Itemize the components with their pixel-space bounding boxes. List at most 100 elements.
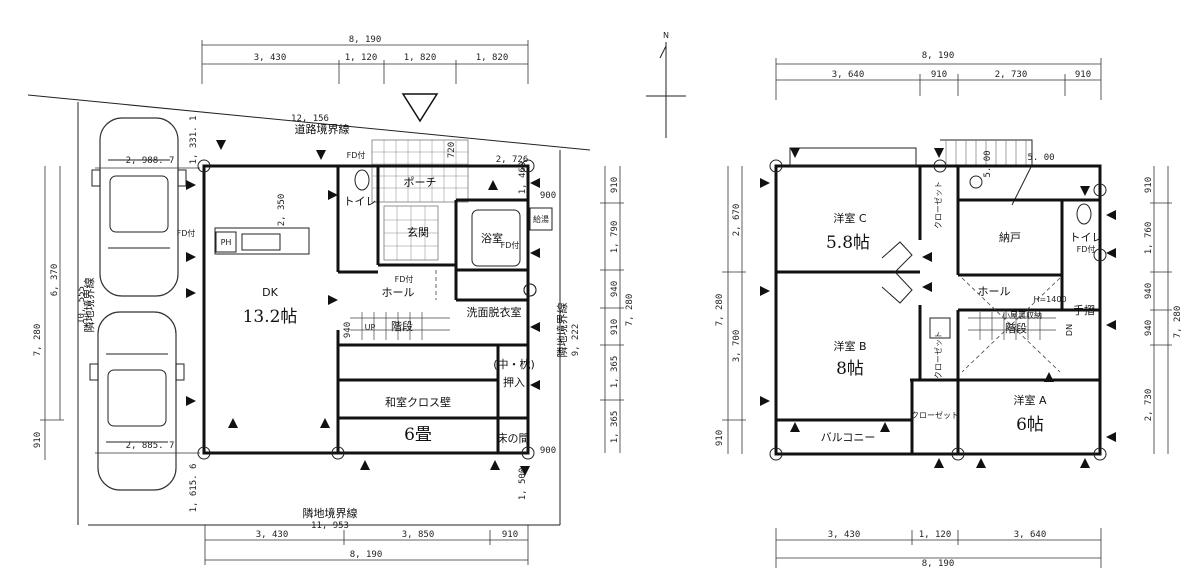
washitsu-label: 和室クロス壁 (385, 395, 451, 409)
first-floor-plan: 8, 190 3, 430 1, 120 1, 820 1, 820 12, 1… (27, 35, 635, 565)
fd-label-1: FD付 (347, 150, 366, 160)
f1-left-boundary-label: 隣地境界線 (82, 278, 96, 333)
bath-label: 浴室 (481, 231, 503, 245)
f2-dim-left-2: 3, 700 (732, 330, 742, 363)
fd-label-2f: FD付 (1077, 244, 1096, 254)
oshiire-label: 押入 (503, 375, 525, 389)
room-dk-size: 13.2帖 (243, 307, 298, 327)
f1-corner-dim-2: 1, 615. 6 (189, 464, 199, 513)
toilet-fixture-2f (1076, 203, 1092, 225)
room-b-label: 洋室 B (833, 339, 866, 353)
f1-dim-bottom-total: 8, 190 (350, 550, 383, 560)
f1-dim-left-sub1: 6, 370 (50, 264, 60, 297)
toilet-1f-label: トイレ (344, 195, 377, 208)
closet-b-label: クローゼット (933, 331, 943, 379)
f1-dim-bottom-3: 910 (502, 530, 518, 540)
f1-dim-top-4: 1, 820 (476, 53, 509, 63)
stairs-down-label: DN (1065, 324, 1074, 336)
entrance-direction-triangle (401, 93, 439, 123)
porch-tile-grid (371, 139, 469, 261)
f1-right-boundary-label: 隣地境界線 (555, 303, 569, 358)
f1-parking-width-bottom: 2, 885. 7 (126, 441, 175, 451)
small-storage-label: 小屋裏収納 (1002, 310, 1042, 320)
room-a-size: 6帖 (1016, 415, 1044, 435)
kitchen-counter (214, 227, 310, 255)
bathtub (471, 209, 521, 267)
f1-stairs-treads (350, 312, 450, 340)
f1-dim-right-2: 1, 790 (610, 221, 620, 254)
f1-dim-right-6: 1, 365 (610, 411, 620, 444)
closet-a-label: クローゼット (911, 410, 959, 420)
f2-dim-bottom-2: 1, 120 (919, 530, 952, 540)
f2-columns (769, 159, 1107, 461)
storage-label: 納戸 (999, 231, 1021, 244)
f2-dim-top-4: 910 (1075, 70, 1091, 80)
f2-window-markers (760, 148, 1116, 468)
balcony-label: バルコニー (821, 431, 876, 444)
f2-dim-right-4: 940 (1144, 320, 1154, 336)
f2-dim-bottom-1: 3, 430 (828, 530, 861, 540)
f1-bottom-boundary-label: 隣地境界線 (303, 506, 358, 520)
room-c-size: 5.8帖 (826, 233, 870, 253)
parked-car-top (91, 117, 187, 297)
f2-walls (774, 164, 1102, 456)
tokonoma-label: 床の間 (497, 431, 530, 445)
f1-walls (202, 164, 530, 455)
f1-dim-lot: 10, 555 (77, 286, 87, 324)
h-note-label: H=1400 (1033, 295, 1066, 304)
toilet-2f-label: トイレ (1070, 231, 1103, 244)
closet-c-label: クローゼット (933, 181, 943, 229)
f1-dim-left-sub2: 910 (33, 432, 43, 448)
f2-dim-left-total: 7, 280 (715, 294, 725, 327)
f1-dim-940: 940 (343, 322, 353, 338)
f1-window-markers (186, 140, 540, 476)
f1-road-length: 12, 156 (291, 114, 329, 124)
f1-dim-top-2: 1, 120 (345, 53, 378, 63)
f2-dim-right-5: 2, 730 (1144, 389, 1154, 422)
f1-corner-dim-6: 900 (540, 446, 556, 456)
f1-dim-right-1: 910 (610, 177, 620, 193)
f2-dim-left-1: 2, 670 (732, 204, 742, 237)
f1-corner-dim-1: 1, 331. 1 (189, 116, 199, 165)
stairs-1f-label: 階段 (391, 319, 413, 333)
f2-dim-top-total: 8, 190 (922, 51, 955, 61)
roof-slope: 5. 00 5. 00 (940, 139, 1055, 206)
water-heater-label: 給湯 (533, 214, 549, 224)
f1-road-label: 道路境界線 (295, 122, 350, 136)
fd-label-3: FD付 (395, 274, 414, 284)
f1-parking-width-top: 2, 988. 7 (126, 156, 175, 166)
f1-width-2726: 2, 726 (496, 155, 529, 165)
f1-columns (197, 159, 537, 460)
toilet-fixture-1f (354, 169, 370, 191)
f1-dim-top-3: 1, 820 (404, 53, 437, 63)
f2-dim-bottom-3: 3, 640 (1014, 530, 1047, 540)
f1-dim-right-boundary-len: 9, 222 (571, 324, 581, 357)
f1-dim-bottom-1: 3, 430 (256, 530, 289, 540)
f1-corner-dim-4: 1, 500 (518, 468, 528, 501)
f2-stairs-treads (968, 312, 1056, 340)
compass-north-label: N (663, 31, 669, 40)
room-a-label: 洋室 A (1013, 393, 1046, 407)
hall-2f-label: ホール (978, 285, 1011, 298)
f2-dim-right-3: 940 (1144, 283, 1154, 299)
closet-note-label: (中・枕) (493, 357, 535, 371)
f2-dim-bottom-total: 8, 190 (922, 559, 955, 569)
roof-dim-a: 5. 00 (983, 150, 993, 177)
stairs-up-label: UP (365, 323, 376, 332)
handrail-label: 手摺 (1073, 303, 1095, 317)
entrance-label: 玄関 (407, 225, 429, 239)
fd-label-4: FD付 (501, 240, 520, 250)
second-floor-plan: 8, 190 3, 640 910 2, 730 910 5. 00 5. 00 (715, 51, 1183, 569)
roof-dim-b: 5. 00 (1027, 153, 1054, 163)
f2-dim-left-3: 910 (715, 430, 725, 446)
water-heater-box (529, 207, 553, 231)
pipe-heater-label: PH (221, 238, 232, 247)
north-compass: N (646, 31, 686, 138)
f1-dim-right-5: 1, 365 (610, 356, 620, 389)
f1-dim-left-total: 7, 280 (33, 324, 43, 357)
f1-dim-right-total: 7, 280 (625, 294, 635, 327)
f1-corner-dim-3: 1, 460 (518, 162, 528, 195)
f2-dim-right-2: 1, 760 (1144, 222, 1154, 255)
f1-dim-right-3: 940 (610, 281, 620, 297)
hall-1f-label: ホール (382, 286, 415, 299)
